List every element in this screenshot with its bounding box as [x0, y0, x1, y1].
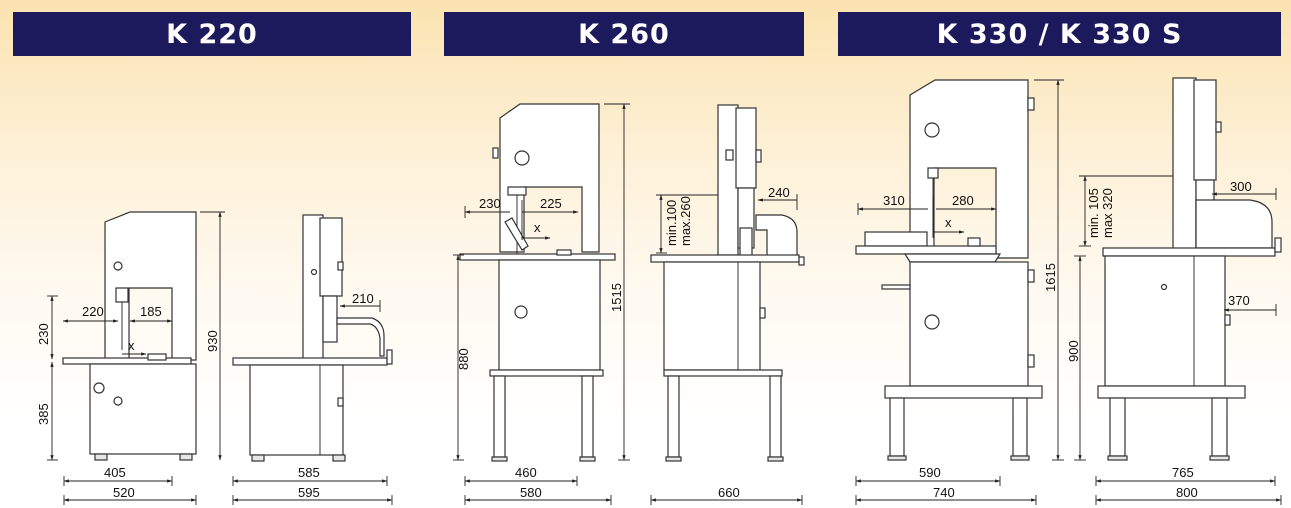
dim-label: 300: [1230, 179, 1252, 194]
dim-label: 405: [104, 465, 126, 480]
dim-label: 660: [718, 485, 740, 500]
dim-label: 240: [768, 185, 790, 200]
model-header-k330: K 330 / K 330 S: [838, 12, 1281, 56]
k220-side-dimensions: 210 585 595: [232, 291, 393, 505]
k220-side-view: [232, 214, 393, 462]
dim-label: 900: [1066, 340, 1081, 362]
model-header-k260: K 260: [444, 12, 804, 56]
k330-front-view: [855, 79, 1043, 461]
k260-side-view: [650, 104, 805, 462]
dim-label: 310: [883, 193, 905, 208]
dim-label: x: [128, 338, 135, 353]
model-header-k220: K 220: [13, 12, 411, 56]
dim-label: 210: [352, 291, 374, 306]
dim-label: 585: [298, 465, 320, 480]
dim-label: 185: [140, 304, 162, 319]
dim-label: 1515: [609, 283, 624, 312]
dim-label: 385: [36, 403, 51, 425]
dim-label: min.100 max.260: [664, 196, 693, 246]
dim-label: 370: [1228, 293, 1250, 308]
k220-front-dimensions: 230 385 220 185 x 930 405 520: [36, 211, 225, 505]
k260-front-view: [459, 103, 616, 462]
k330-side-view: [1097, 77, 1282, 461]
dim-label: 230: [36, 323, 51, 345]
dim-label: 230: [479, 196, 501, 211]
dim-label: 220: [82, 304, 104, 319]
dim-label: 930: [205, 330, 220, 352]
k220-front-view: [62, 211, 197, 461]
dim-label: x: [945, 215, 952, 230]
dim-label: 590: [919, 465, 941, 480]
dim-label: 1615: [1043, 263, 1058, 292]
dim-label: 520: [113, 485, 135, 500]
dim-label: 580: [520, 485, 542, 500]
dim-label: x: [534, 220, 541, 235]
dim-label: 460: [515, 465, 537, 480]
dim-label: 880: [456, 348, 471, 370]
k330-front-dimensions: 310 280 x 1615 590 740: [855, 79, 1064, 505]
k260-side-dimensions: min.100 max.260 240 660: [650, 185, 803, 505]
dim-label: 740: [933, 485, 955, 500]
k330-side-dimensions: min. 105 max 320 300 370 900 765 800: [1066, 175, 1282, 505]
dim-label: 800: [1176, 485, 1198, 500]
dim-label: min. 105 max 320: [1086, 185, 1115, 239]
dim-label: 765: [1172, 465, 1194, 480]
dim-label: 595: [298, 485, 320, 500]
k260-front-dimensions: 230 225 x 880 1515 460 580: [453, 103, 630, 505]
dim-label: 225: [540, 196, 562, 211]
dim-label: 280: [952, 193, 974, 208]
